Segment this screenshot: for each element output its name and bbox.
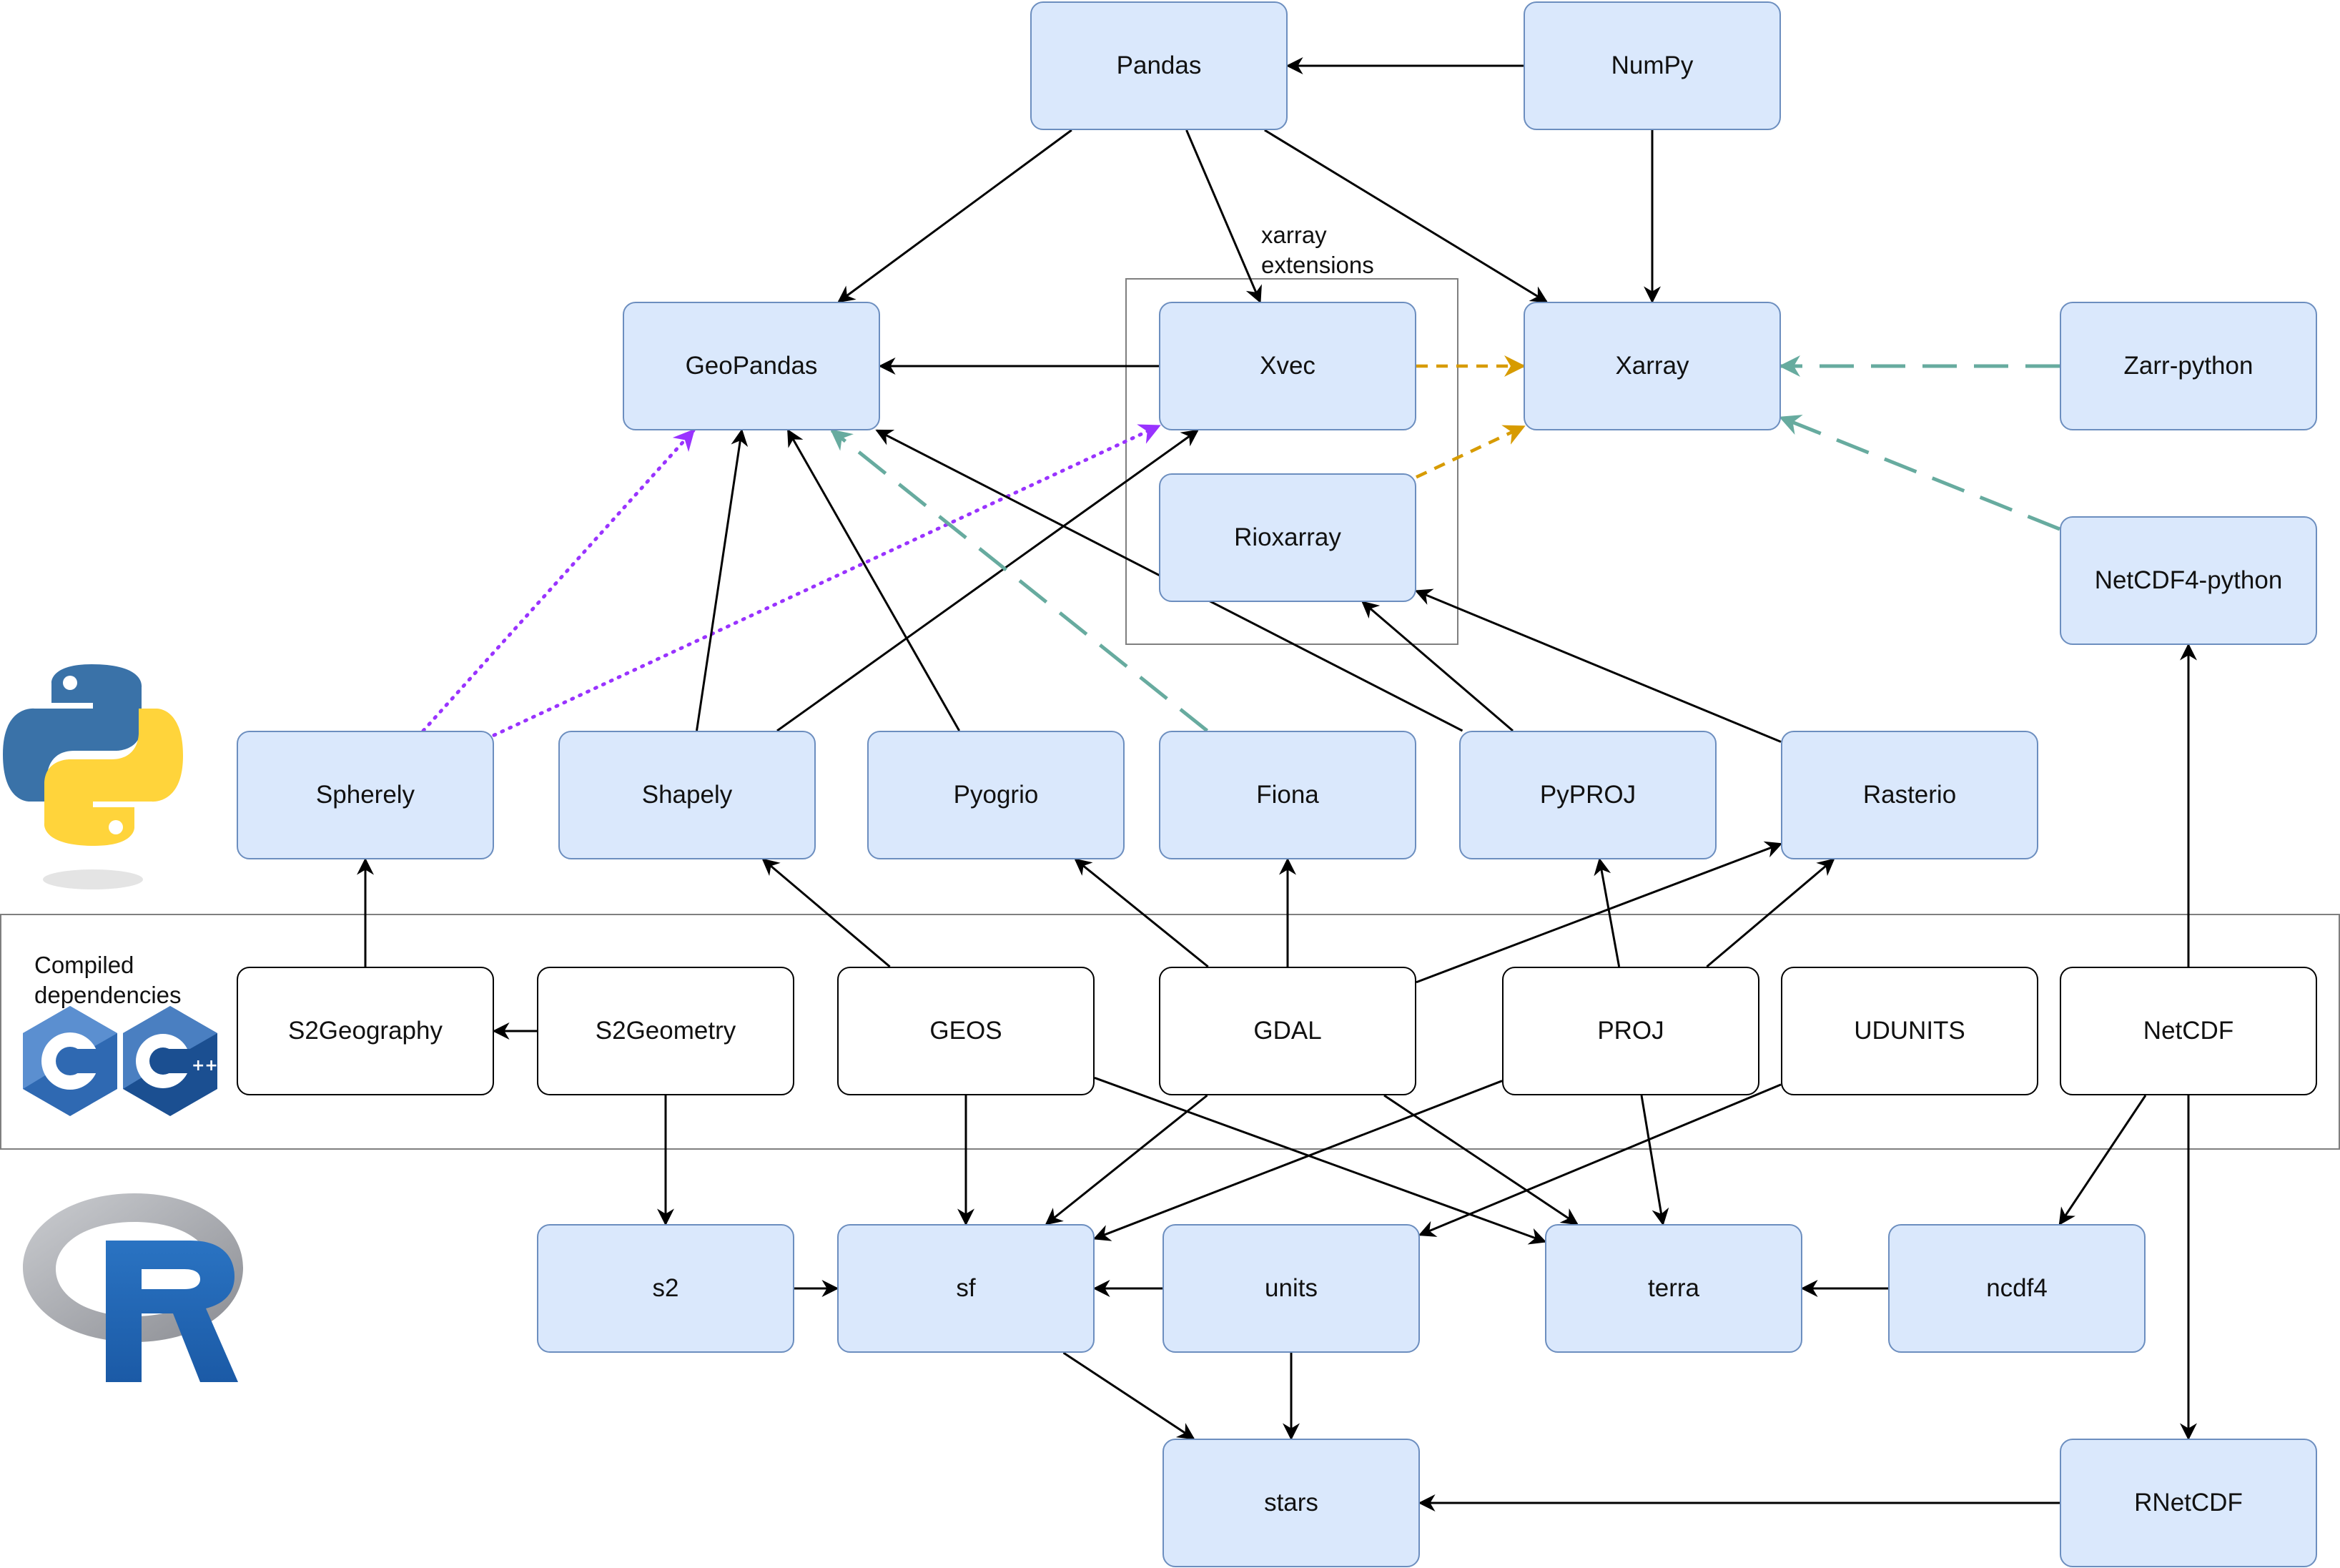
edge-shapely-to-xvec (776, 429, 1199, 732)
node-numpy[interactable]: NumPy (1524, 1, 1781, 130)
compiled-dependencies-group (0, 914, 2340, 1150)
edge-pandas-to-xarray (1264, 129, 1549, 303)
node-rnetcdf[interactable]: RNetCDF (2060, 1439, 2317, 1567)
node-xarray[interactable]: Xarray (1524, 302, 1781, 430)
edge-gdal-to-sf (1045, 1094, 1208, 1226)
edge-proj-to-rasterio (1706, 858, 1835, 968)
edge-rioxarray-to-xarray (1416, 425, 1526, 479)
node-udunits[interactable]: UDUNITS (1781, 967, 2038, 1095)
edge-proj-to-terra (1640, 1095, 1669, 1226)
c-logo-icon (23, 1006, 117, 1116)
node-geopandas[interactable]: GeoPandas (623, 302, 880, 430)
edge-sf-to-stars (1062, 1351, 1195, 1440)
cpp-logo-icon: ++ (123, 1006, 218, 1116)
node-stars[interactable]: stars (1162, 1439, 1420, 1567)
edge-shapely-to-geopandas (696, 428, 749, 731)
edge-netcdf4python-to-xarray (1779, 415, 2060, 531)
edge-gdal-to-terra (1383, 1094, 1579, 1226)
node-s2[interactable]: s2 (537, 1224, 794, 1353)
node-proj[interactable]: PROJ (1502, 967, 1759, 1095)
c-and-cpp-logos: ++ (23, 1006, 218, 1116)
node-spherely[interactable]: Spherely (237, 731, 494, 859)
node-rioxarray[interactable]: Rioxarray (1159, 473, 1416, 602)
node-sf[interactable]: sf (837, 1224, 1095, 1353)
edge-gdal-to-rasterio (1416, 841, 1783, 984)
edge-pyproj-to-rioxarray (1361, 601, 1514, 732)
xarray-extensions-label-line2: extensions (1261, 252, 1374, 278)
node-units[interactable]: units (1162, 1224, 1420, 1353)
node-pyproj[interactable]: PyPROJ (1459, 731, 1717, 859)
node-pandas[interactable]: Pandas (1030, 1, 1288, 130)
compiled-dependencies-label: Compiled dependencies (34, 950, 182, 1010)
compiled-dependencies-label-line1: Compiled (34, 952, 134, 978)
node-shapely[interactable]: Shapely (558, 731, 816, 859)
node-netcdf4-python[interactable]: NetCDF4-python (2060, 516, 2317, 645)
node-zarr-python[interactable]: Zarr-python (2060, 302, 2317, 430)
edge-gdal-to-pyogrio (1074, 858, 1209, 968)
compiled-dependencies-label-line2: dependencies (34, 982, 182, 1008)
r-logo (23, 1193, 243, 1382)
node-rasterio[interactable]: Rasterio (1781, 731, 2038, 859)
node-s2geography[interactable]: S2Geography (237, 967, 494, 1095)
edge-pandas-to-xvec (1185, 129, 1262, 304)
edge-proj-to-pyproj (1594, 857, 1621, 967)
node-geos[interactable]: GEOS (837, 967, 1095, 1095)
edge-rasterio-to-rioxarray (1414, 588, 1782, 743)
edge-geos-to-terra (1094, 1077, 1547, 1245)
node-fiona[interactable]: Fiona (1159, 731, 1416, 859)
edge-proj-to-sf (1092, 1080, 1503, 1241)
edge-geos-to-shapely (761, 858, 891, 968)
edge-udunits-to-units (1418, 1083, 1782, 1237)
svg-text:++: ++ (192, 1057, 218, 1075)
python-logo (3, 664, 184, 889)
edge-spherely-to-xvec (492, 424, 1161, 737)
edge-pandas-to-geopandas (837, 129, 1072, 303)
node-terra[interactable]: terra (1545, 1224, 1802, 1353)
node-pyogrio[interactable]: Pyogrio (867, 731, 1125, 859)
xarray-extensions-label: xarray extensions (1261, 220, 1374, 280)
node-ncdf4[interactable]: ncdf4 (1888, 1224, 2146, 1353)
xarray-extensions-label-line1: xarray (1261, 222, 1327, 248)
node-gdal[interactable]: GDAL (1159, 967, 1416, 1095)
node-xvec[interactable]: Xvec (1159, 302, 1416, 430)
node-netcdf[interactable]: NetCDF (2060, 967, 2317, 1095)
edge-netcdf-to-ncdf4 (2058, 1095, 2147, 1226)
node-s2geometry[interactable]: S2Geometry (537, 967, 794, 1095)
edge-pyogrio-to-geopandas (786, 428, 961, 731)
edge-fiona-to-geopandas (830, 429, 1209, 732)
edge-spherely-to-geopandas (421, 428, 696, 733)
